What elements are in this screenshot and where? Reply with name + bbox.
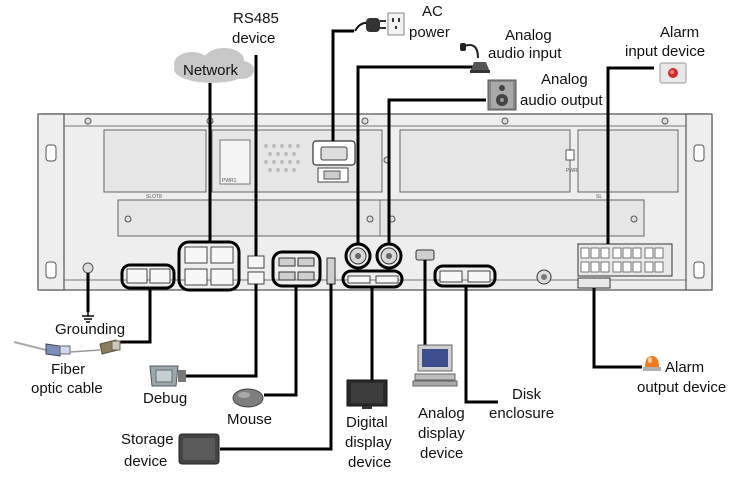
psu-fan-grille bbox=[264, 144, 300, 172]
label-alarm-out-2: output device bbox=[637, 379, 726, 396]
label-digital-2: display bbox=[345, 434, 392, 451]
label-storage-1: Storage bbox=[121, 431, 174, 448]
label-fiber-1: Fiber bbox=[51, 361, 85, 378]
debug-connector-icon bbox=[149, 365, 186, 387]
slot-right-label: SL bbox=[596, 194, 602, 200]
mouse-icon bbox=[232, 388, 264, 408]
lan-port-2[interactable] bbox=[210, 246, 234, 264]
label-audio-out-2: audio output bbox=[520, 92, 603, 109]
monitor-icon bbox=[346, 379, 388, 409]
wire-ac-power bbox=[331, 29, 354, 141]
label-rs485-2: device bbox=[232, 30, 275, 47]
label-storage-2: device bbox=[124, 453, 167, 470]
usb-port-1[interactable] bbox=[278, 257, 296, 267]
wire-storage bbox=[220, 284, 333, 451]
label-disk-2: enclosure bbox=[489, 405, 554, 422]
fiber-port-1[interactable] bbox=[126, 268, 148, 284]
label-grounding: Grounding bbox=[55, 321, 125, 338]
label-alarm-in-2: input device bbox=[625, 43, 705, 60]
wire-alarm-output bbox=[592, 288, 642, 369]
wire-fiber bbox=[120, 288, 152, 344]
label-alarm-in-1: Alarm bbox=[660, 24, 699, 41]
label-analog-disp-3: device bbox=[420, 445, 463, 462]
power-plug-icon bbox=[354, 12, 405, 36]
label-rs485-1: RS485 bbox=[233, 10, 279, 27]
hdmi-port-1[interactable] bbox=[347, 275, 371, 284]
wire-mouse bbox=[264, 286, 298, 397]
storage-device-icon bbox=[178, 433, 220, 465]
wire-debug bbox=[182, 284, 258, 378]
vga-port[interactable] bbox=[415, 249, 435, 261]
usb-port-2[interactable] bbox=[297, 257, 315, 267]
label-mouse: Mouse bbox=[227, 411, 272, 428]
label-digital-1: Digital bbox=[346, 414, 388, 431]
label-audio-in-2: audio input bbox=[488, 45, 562, 62]
wire-alarm-input bbox=[606, 66, 654, 244]
fiber-port-2[interactable] bbox=[149, 268, 171, 284]
alarm-light-icon bbox=[643, 356, 661, 371]
microphone-icon bbox=[460, 43, 490, 73]
lan-port-4[interactable] bbox=[210, 268, 234, 286]
network-cloud-icon bbox=[174, 48, 254, 83]
sas-port-2[interactable] bbox=[467, 270, 491, 283]
label-analog-disp-2: display bbox=[418, 425, 465, 442]
label-debug: Debug bbox=[143, 390, 187, 407]
label-network: Network bbox=[183, 62, 239, 79]
wire-disk-enclosure bbox=[464, 286, 498, 404]
rs485-port[interactable] bbox=[247, 255, 265, 269]
alarm-output-terminal[interactable] bbox=[577, 277, 611, 289]
usb-port-3[interactable] bbox=[278, 271, 296, 281]
slot-left-label: SLOT8 bbox=[146, 194, 162, 200]
lan-port-1[interactable] bbox=[184, 246, 208, 264]
label-ac-1: AC bbox=[422, 3, 443, 20]
wire-audio-output bbox=[387, 98, 486, 244]
wire-audio-input bbox=[356, 65, 478, 244]
fiber-optic-cable-icon bbox=[13, 339, 121, 357]
usb-port-4[interactable] bbox=[297, 271, 315, 281]
sas-port-1[interactable] bbox=[439, 270, 463, 283]
label-disk-1: Disk bbox=[512, 386, 542, 403]
lan-port-3[interactable] bbox=[184, 268, 208, 286]
alarm-button-icon bbox=[659, 62, 687, 84]
esata-port[interactable] bbox=[326, 257, 336, 285]
label-fiber-2: optic cable bbox=[31, 380, 103, 397]
label-audio-in-1: Analog bbox=[505, 27, 552, 44]
label-alarm-out-1: Alarm bbox=[665, 359, 704, 376]
label-analog-disp-1: Analog bbox=[418, 405, 465, 422]
device-rear-panel: PWR1 PWR2 SLOT8 SL bbox=[37, 113, 713, 291]
speaker-icon bbox=[487, 79, 517, 111]
label-ac-2: power bbox=[409, 24, 450, 41]
debug-port[interactable] bbox=[247, 271, 265, 285]
grounding-icon bbox=[82, 312, 94, 323]
label-digital-3: device bbox=[348, 454, 391, 471]
hdmi-port-2[interactable] bbox=[375, 275, 399, 284]
label-audio-out-1: Analog bbox=[541, 71, 588, 88]
connection-wires bbox=[86, 29, 654, 451]
computer-icon bbox=[412, 344, 458, 387]
psu-right-label: PWR2 bbox=[566, 168, 581, 174]
diagram-labels: RS485 device AC power Analog audio input… bbox=[31, 3, 726, 471]
psu-left-label: PWR1 bbox=[222, 178, 237, 184]
